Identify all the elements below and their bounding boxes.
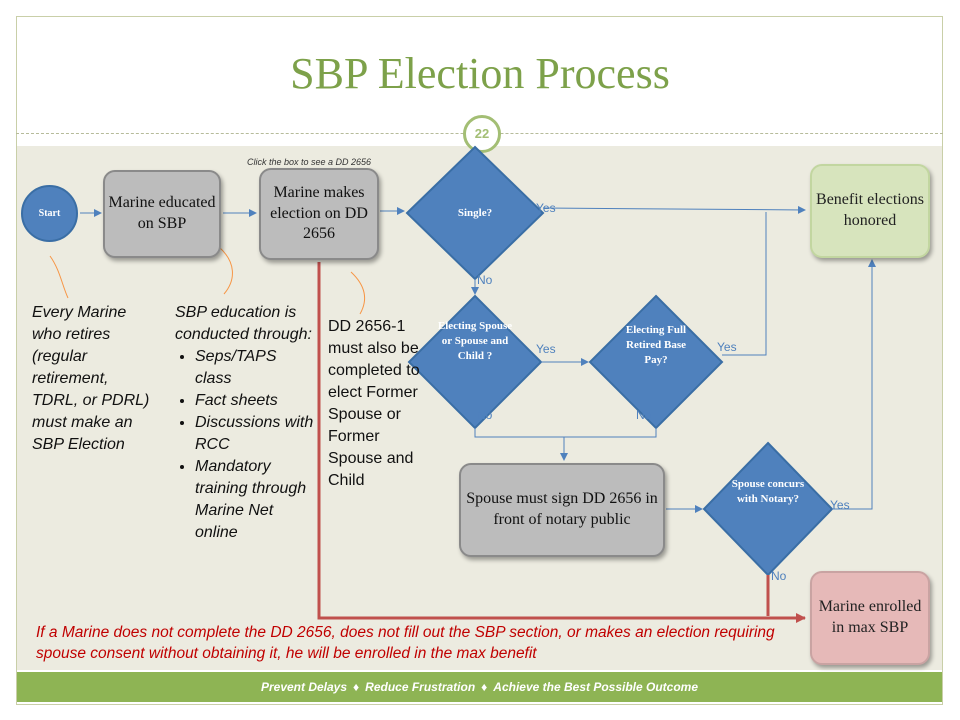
footer-text-frustration: Reduce Frustration [365, 680, 476, 694]
marine-enrolled-max-sbp-box: Marine enrolled in max SBP [810, 571, 930, 665]
education-item: Seps/TAPS class [195, 346, 315, 390]
diamond-separator-icon: ♦ [481, 680, 488, 694]
concurs-no-label: No [771, 569, 787, 583]
concurs-yes-label: Yes [830, 498, 850, 512]
spouse-must-sign-box: Spouse must sign DD 2656 in front of not… [459, 463, 665, 557]
education-item: Mandatory training through Marine Net on… [195, 456, 315, 544]
spouse-concurs-decision-label: Spouse concurs with Notary? [731, 478, 805, 505]
footer-banner: Prevent Delays ♦ Reduce Frustration ♦ Ac… [17, 672, 942, 702]
electing-full-no-label: No [636, 408, 652, 422]
start-node: Start [21, 185, 78, 242]
electing-full-yes-label: Yes [717, 340, 737, 354]
max-benefit-warning: If a Marine does not complete the DD 265… [36, 624, 775, 662]
page-title: SBP Election Process [290, 49, 670, 98]
footer-text-delays: Prevent Delays [260, 680, 348, 694]
single-decision-label: Single? [457, 207, 493, 219]
sbp-education-note: SBP education is conducted through: Seps… [175, 302, 315, 544]
every-marine-note: Every Marine who retires (regular retire… [32, 304, 150, 453]
electing-full-decision-label: Electing Full Retired Base Pay? [625, 324, 687, 366]
electing-spouse-decision-label: Electing Spouse or Spouse and Child ? [437, 320, 513, 362]
marine-educated-box: Marine educated on SBP [103, 170, 221, 258]
dd2656-link-hint: Click the box to see a DD 2656 [247, 157, 372, 167]
spouse-concurs-decision-diamond [702, 441, 834, 577]
page-number-badge: 22 [463, 115, 501, 153]
sbp-education-intro: SBP education is conducted through: [175, 304, 312, 343]
single-no-label: No [477, 273, 493, 287]
electing-spouse-no-label: No [477, 408, 493, 422]
diamond-separator-icon: ♦ [353, 680, 360, 694]
sbp-education-list: Seps/TAPS class Fact sheets Discussions … [175, 346, 315, 544]
marine-makes-election-box[interactable]: Marine makes election on DD 2656 [259, 168, 379, 260]
education-item: Discussions with RCC [195, 412, 315, 456]
single-yes-label: Yes [536, 201, 556, 215]
education-item: Fact sheets [195, 390, 315, 412]
dd2656-1-note: DD 2656-1 must also be completed to elec… [328, 318, 420, 489]
benefit-elections-honored-box: Benefit elections honored [810, 164, 930, 258]
footer-text-outcome: Achieve the Best Possible Outcome [493, 680, 699, 694]
electing-spouse-yes-label: Yes [536, 342, 556, 356]
